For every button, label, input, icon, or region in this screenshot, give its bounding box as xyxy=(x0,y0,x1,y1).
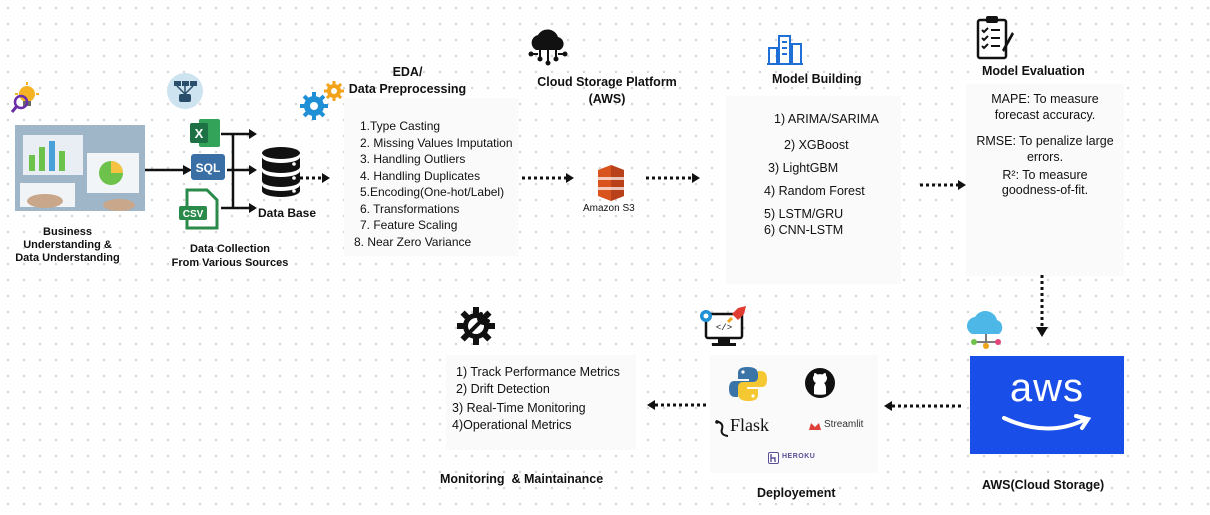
aws-logo: aws xyxy=(970,356,1124,454)
sql-icon-text: SQL xyxy=(196,161,221,175)
amazon-s3-icon xyxy=(594,164,628,202)
arrow-eda-to-s3 xyxy=(522,173,574,183)
metric-mape: MAPE: To measure forecast accuracy. xyxy=(991,92,1099,122)
model-item: 1) ARIMA/SARIMA xyxy=(774,112,879,126)
csv-file-icon: CSV xyxy=(177,188,219,230)
data-collection-label: Data Collection From Various Sources xyxy=(171,243,289,269)
cloud-connection-icon xyxy=(962,308,1010,350)
amazon-s3-label: Amazon S3 xyxy=(583,203,635,214)
eda-step: 6. Transformations xyxy=(360,201,460,216)
monitoring-item: 1) Track Performance Metrics xyxy=(456,365,620,379)
checklist-clipboard-icon xyxy=(976,14,1014,60)
eda-steps-list: 1.Type Casting 2. Missing Values Imputat… xyxy=(350,118,513,250)
gears-icon xyxy=(300,80,346,122)
cloud-storage-title: Cloud Storage Platform (AWS) xyxy=(537,75,677,106)
deployment-tools-panel: Flask Streamlit HEROKU xyxy=(710,355,878,473)
excel-icon-text: X xyxy=(195,126,204,141)
model-evaluation-panel: MAPE: To measure forecast accuracy. RMSE… xyxy=(966,84,1124,276)
eda-title: EDA/ Data Preprocessing xyxy=(348,65,467,96)
cloud-network-icon xyxy=(526,26,570,66)
heroku-label: HEROKU xyxy=(782,453,816,460)
business-analytics-image xyxy=(15,125,145,211)
arrow-database-to-eda xyxy=(300,173,330,183)
monitoring-label: Monitoring & Maintainance xyxy=(440,472,604,486)
svg-text:</>: </> xyxy=(716,323,732,333)
business-understanding-label: Business Understanding & Data Understand… xyxy=(15,226,120,264)
eda-steps-panel: 1.Type Casting 2. Missing Values Imputat… xyxy=(344,98,518,256)
eda-step: 8. Near Zero Variance xyxy=(354,234,472,249)
model-item: 3) LightGBM xyxy=(768,161,839,175)
metric-rmse: RMSE: To penalize large errors. xyxy=(976,134,1114,164)
arrows-sources-to-database xyxy=(221,129,257,213)
model-evaluation-title: Model Evaluation xyxy=(982,64,1085,78)
database-label: Data Base xyxy=(258,206,317,220)
monitoring-panel: 1) Track Performance Metrics 2) Drift De… xyxy=(446,355,636,450)
arrow-model-building-to-evaluation xyxy=(920,180,966,190)
eda-step: 4. Handling Duplicates xyxy=(360,168,481,183)
csv-icon-text: CSV xyxy=(183,209,204,220)
monitoring-item: 3) Real-Time Monitoring xyxy=(452,401,586,415)
arrow-evaluation-to-aws xyxy=(1036,275,1048,337)
eda-step: 1.Type Casting xyxy=(360,119,441,133)
excel-icon: X xyxy=(189,117,221,149)
deployment-label: Deployement xyxy=(757,486,836,500)
aws-cloud-storage-label: AWS(Cloud Storage) xyxy=(982,478,1105,492)
flask-logo: Flask xyxy=(714,415,784,439)
arrow-s3-to-model-building xyxy=(646,173,700,183)
eda-step: 7. Feature Scaling xyxy=(360,218,458,232)
model-item: 4) Random Forest xyxy=(764,184,865,198)
monitoring-item: 4)Operational Metrics xyxy=(452,418,572,432)
model-item: 6) CNN-LSTM xyxy=(764,223,844,237)
aws-logo-text: aws xyxy=(1009,366,1085,410)
flask-label: Flask xyxy=(730,415,770,435)
flask-horn-icon xyxy=(715,420,729,437)
monitoring-item: 2) Drift Detection xyxy=(456,382,550,396)
arrow-aws-to-deployment xyxy=(884,401,962,411)
streamlit-crown-icon xyxy=(809,423,821,430)
model-building-panel: 1) ARIMA/SARIMA 2) XGBoost 3) LightGBM 4… xyxy=(726,96,901,284)
streamlit-label: Streamlit xyxy=(824,419,864,430)
heroku-logo: HEROKU xyxy=(768,451,828,465)
database-network-icon xyxy=(166,72,204,110)
model-item: 5) LSTM/GRU xyxy=(764,207,844,221)
lightbulb-icon xyxy=(10,80,44,114)
deployment-monitor-rocket-icon: </> xyxy=(698,306,750,350)
eda-step: 2. Missing Values Imputation xyxy=(360,135,513,150)
aws-smile-icon xyxy=(1002,414,1092,431)
streamlit-logo: Streamlit xyxy=(808,419,878,435)
heroku-icon xyxy=(768,452,779,464)
arrow-deployment-to-monitoring xyxy=(647,400,707,410)
eda-step: 5.Encoding(One-hot/Label) xyxy=(360,185,505,199)
model-item: 2) XGBoost xyxy=(784,138,849,152)
python-icon xyxy=(728,365,768,403)
sql-icon: SQL xyxy=(189,152,227,182)
model-building-title: Model Building xyxy=(772,72,862,86)
city-buildings-icon xyxy=(766,32,804,66)
metric-r2: R²: To measure goodness-of-fit. xyxy=(1001,168,1089,197)
eda-step: 3. Handling Outliers xyxy=(360,152,466,166)
database-icon xyxy=(260,146,302,198)
arrow-business-to-sources xyxy=(145,165,192,175)
wrench-gear-icon xyxy=(454,304,498,348)
github-icon xyxy=(804,367,836,399)
